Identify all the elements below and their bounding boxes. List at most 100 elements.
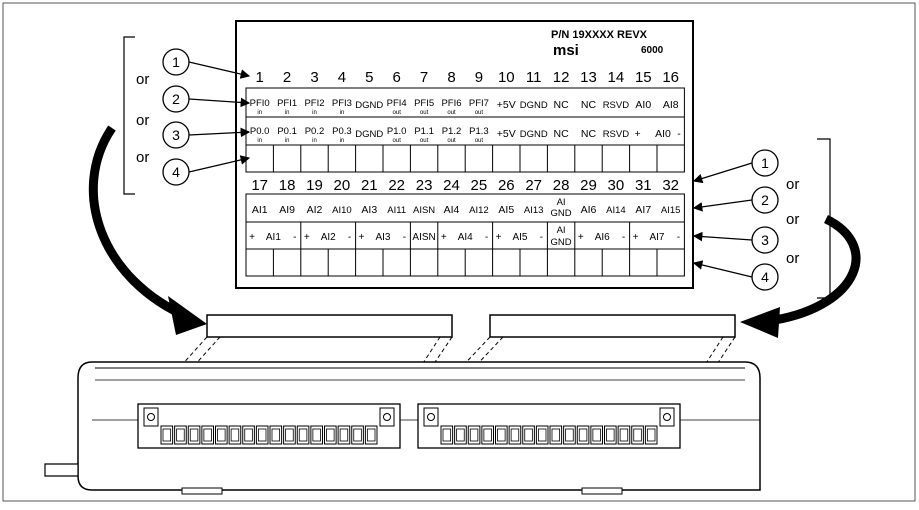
top-row2-signal: PFI6 [441,98,461,109]
bottom-row2-signal: AI5 [498,204,514,216]
top-row2-signal: DGND [520,100,548,111]
bottom-row3-plus: + [633,232,639,243]
left-callout-2-number: 2 [172,91,180,107]
bottom-pin-number: 24 [443,177,460,194]
left-arrowhead [168,296,207,335]
top-row3-signal: DGND [355,129,383,140]
top-row3-direction: out [475,138,484,144]
top-row2-direction: in [285,110,290,116]
bottom-row2-signal: AI7 [635,204,651,216]
left-connector-screw-left [147,413,155,421]
right-callout-1-circle [751,149,779,177]
left-callout-arrow [188,97,251,108]
left-connector-terminal-slot [162,428,172,442]
bottom-pin-number: 31 [635,177,652,194]
bottom-row3-signal: AI7 [649,232,664,243]
bottom-row3-signal-bottom: GND [551,237,572,248]
bottom-row2-signal: AI4 [444,204,460,216]
bottom-row2-signal: AI3 [361,204,377,216]
right-callout-3-circle [751,226,779,254]
bottom-row2-signal: AI6 [581,204,597,216]
left-connector-terminal-slot [257,428,267,442]
left-connector-terminal-slot [217,428,226,442]
right-connector-screw-left [427,413,435,421]
top-pin-number: 10 [498,69,515,86]
bottom-row3-plus: + [304,232,310,243]
bottom-pin-number: 26 [498,177,515,194]
bottom-row2-signal: AISN [413,205,435,216]
top-pin-number: 4 [338,69,346,86]
figure-frame [2,2,916,502]
top-row2-signal: PFI7 [469,98,489,109]
bottom-pin-number: 20 [334,177,351,194]
left-callout-arrow [188,61,251,79]
top-row3-signal: P1.2 [442,126,462,137]
bottom-pin-number: 29 [580,177,597,194]
top-pin-number: 16 [662,69,679,86]
top-row3-signal: P1.0 [387,126,407,137]
left-bracket [123,36,135,195]
top-pin-number: 14 [608,69,625,86]
bottom-pin-number: 18 [279,177,296,194]
bottom-row3-minus: - [348,232,351,243]
right-connector-terminal-slot [646,428,656,442]
right-connector-terminal-slot [606,428,615,442]
bottom-pin-number: 19 [306,177,323,194]
left-connector-terminal-slot [189,428,199,442]
left-connector-terminal-slot [353,428,362,442]
left-connector-terminal-slot [326,428,335,442]
left-curved-arrow [88,125,192,323]
top-row2-signal: AI8 [663,99,679,111]
bottom-row3-signal: AI2 [321,232,336,243]
bottom-row3-signal: AI4 [458,232,473,243]
right-callout-4-circle [751,263,779,291]
bottom-row3-minus: - [622,232,625,243]
top-row2-direction: out [420,110,429,116]
left-callout-2-circle [162,85,190,113]
right-connector-terminal-slot [551,428,561,442]
right-connector-terminal-slot [497,428,506,442]
left-callout-arrow [188,155,251,173]
top-row3-signal: P1.1 [414,126,434,137]
left-connector-terminal-slot [285,428,294,442]
left-callout-1-number: 1 [172,54,180,70]
bottom-pin-number: 21 [361,177,378,194]
top-pin-number: 3 [310,69,318,86]
bottom-row2-signal: AI1 [252,204,268,216]
right-callout-arrow [692,231,753,242]
left-connector-screw-right [383,413,391,421]
right-connector-screw-right [663,413,671,421]
top-row2-signal: DGND [355,100,383,111]
bottom-row3-signal: AI6 [595,232,610,243]
right-connector-terminal-slot [537,428,547,442]
top-row3-direction: in [257,138,262,144]
top-pin-number: 5 [365,69,373,86]
bottom-row2-signal: AI11 [387,205,406,216]
top-pin-number: 15 [635,69,652,86]
left-callout-1-circle [162,48,190,76]
top-row2-signal: RSVD [603,100,630,111]
left-or-3: or [136,149,149,166]
top-row2-signal: +5V [497,99,516,111]
top-pin-number: 8 [447,69,455,86]
right-connector-terminal-slot [619,428,629,442]
top-row3-signal: + [635,128,641,140]
top-row3-signal: - [677,128,681,140]
bottom-row3-plus: + [496,232,502,243]
top-row3-direction: out [420,138,429,144]
top-row3-signal: DGND [520,129,548,140]
left-connector-terminal-slot [339,428,349,442]
top-row3-signal: P0.0 [250,126,270,137]
right-callout-arrow [692,199,753,212]
right-or-2: or [786,211,799,228]
left-or-2: or [136,112,149,129]
left-label-strip [206,314,453,338]
device-foot [44,463,79,477]
right-connector-terminal-slot [524,428,533,442]
bottom-row3-signal: AI5 [512,232,527,243]
brand-logo: msi [553,42,579,59]
top-row2-signal: PFI4 [387,98,407,109]
right-callout-3-number: 3 [761,232,769,248]
